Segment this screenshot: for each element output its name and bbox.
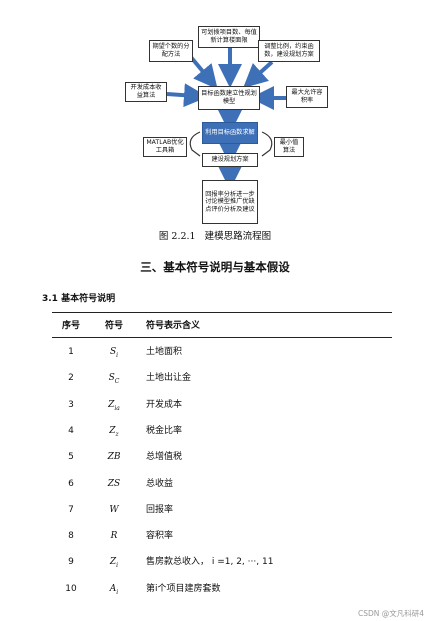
symbol-main: A (109, 583, 117, 594)
symbol-main: R (110, 531, 118, 542)
table-row: 6 ZS 总收益 (52, 471, 392, 497)
flowchart-arrows (166, 48, 286, 190)
node-plan: 建设规划方案 (202, 153, 258, 167)
header-symbol: 符号 (104, 321, 123, 331)
symbol-main: Z (108, 399, 115, 410)
row-number: 4 (68, 425, 74, 436)
node-blue: 利用目标函数求解 (202, 122, 258, 144)
row-number: 5 (68, 452, 74, 463)
symbol-main: ZB (107, 452, 121, 463)
section-title: 三、基本符号说明与基本假设 (140, 260, 290, 274)
symbol-main: S (108, 373, 115, 384)
row-number: 8 (68, 531, 74, 542)
node-min-alg: 最小值算法 (274, 137, 304, 157)
row-meaning: 回报率 (146, 504, 174, 515)
symbol-subscript: i (116, 351, 119, 359)
row-number: 1 (68, 347, 74, 357)
row-number: 10 (65, 583, 77, 594)
node-left: 开发成本收益算法 (125, 82, 167, 102)
curve-left (189, 131, 201, 157)
row-symbol: ZS (94, 471, 134, 497)
row-symbol: Zi (94, 549, 134, 575)
node-bottom: 回报率分析进一步讨论模型推广优缺点评价分析及建议 (202, 180, 258, 224)
table-row: 1 Si 土地面积 (52, 339, 392, 365)
table-row: 8 R 容积率 (52, 523, 392, 549)
row-number: 9 (68, 557, 74, 568)
row-symbol: W (94, 497, 134, 523)
arrow-top-left (188, 54, 218, 90)
row-symbol: Ai (94, 576, 134, 602)
node-top-left: 期望个数的分配方法 (149, 40, 193, 62)
row-number: 2 (68, 373, 74, 384)
header-no: 序号 (61, 321, 80, 331)
caption-text: 建模思路流程图 (204, 231, 272, 242)
node-top-center: 可划拨项目数、每值新计算楼面限 (198, 26, 260, 48)
table-row: 7 W 回报率 (52, 497, 392, 523)
row-symbol: Zz (94, 418, 134, 444)
watermark: CSDN @文凡科研4 (357, 609, 424, 618)
subsection-title: 3.1 基本符号说明 (42, 294, 116, 304)
row-symbol: R (94, 523, 134, 549)
row-meaning: 第i个项目建房套数 (146, 583, 221, 594)
table-row: 5 ZB 总增值税 (52, 444, 392, 470)
table-header-rule (52, 337, 392, 338)
row-meaning: 容积率 (146, 531, 174, 542)
row-meaning: 土地出让金 (146, 373, 192, 384)
row-symbol: ZB (94, 444, 134, 470)
table-row: 3 Zia 开发成本 (52, 392, 392, 418)
figure-caption: 图 2.2.1 建模思路流程图 (0, 228, 430, 242)
header-meaning: 符号表示含义 (146, 321, 201, 331)
symbol-main: S (109, 347, 117, 357)
symbol-subscript: ia (114, 404, 120, 412)
row-number: 6 (68, 478, 74, 489)
table-row: 10 Ai 第i个项目建房套数 (52, 576, 392, 602)
table-row: 4 Zz 税金比率 (52, 418, 392, 444)
table-row: 2 SC 土地出让金 (52, 365, 392, 391)
symbol-subscript: i (116, 588, 119, 596)
row-meaning: 开发成本 (146, 399, 183, 410)
node-matlab: MATLAB优化工具箱 (143, 137, 187, 157)
table-header: 序号 符号 符号表示含义 (52, 313, 392, 339)
row-meaning: 总增值税 (146, 452, 183, 463)
node-right: 最大允许容积率 (286, 86, 328, 108)
symbol-main: Z (109, 557, 117, 568)
row-meaning: 售房款总收入， i =1, 2, ···, 11 (146, 557, 274, 568)
row-meaning: 土地面积 (146, 347, 183, 357)
arrow-top-right (243, 60, 274, 89)
row-number: 7 (68, 504, 74, 515)
curve-right (261, 131, 273, 157)
symbol-subscript: i (116, 562, 119, 570)
table-row: 9 Zi 售房款总收入， i =1, 2, ···, 11 (52, 549, 392, 575)
row-symbol: Si (94, 339, 134, 365)
arrow-left (166, 83, 208, 108)
flowchart: 可划拨项目数、每值新计算楼面限 期望个数的分配方法 调整比例，约束函数，建设规划… (0, 0, 430, 228)
row-meaning: 总收益 (146, 478, 174, 489)
symbol-subscript: C (114, 378, 120, 386)
symbol-main: ZS (107, 478, 121, 489)
symbol-main: W (109, 504, 119, 515)
node-center: 目标函数建立性规划模型 (198, 86, 260, 110)
row-number: 3 (68, 399, 74, 410)
symbol-main: Z (109, 425, 116, 436)
symbol-subscript: z (115, 430, 119, 438)
caption-label: 图 2.2.1 (158, 231, 196, 242)
row-symbol: SC (94, 365, 134, 391)
table-top-rule (52, 312, 392, 313)
node-top-right: 调整比例，约束函数，建设规划方案 (258, 40, 320, 62)
row-symbol: Zia (94, 392, 134, 418)
row-meaning: 税金比率 (146, 425, 183, 436)
